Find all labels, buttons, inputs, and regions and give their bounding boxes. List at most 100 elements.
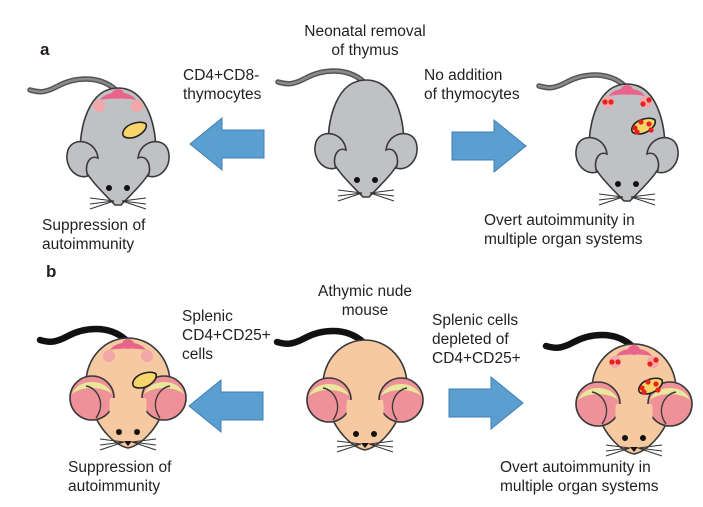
caption-line: Athymic nude: [318, 283, 412, 300]
lymph-node-left: [103, 350, 115, 362]
left-ear: [66, 140, 99, 178]
lesion-dot: [602, 99, 608, 105]
panel-b-left-arrow: [188, 378, 264, 434]
lesion-dot: [647, 361, 653, 367]
tail: [542, 331, 636, 351]
panel-b-left-mouse: [36, 325, 187, 451]
left-ear: [314, 132, 347, 170]
ear-fold: [391, 387, 408, 421]
caption-line: of thymus: [331, 42, 399, 59]
nose: [361, 443, 369, 448]
mouse-body: [327, 79, 405, 198]
outcome-line: Suppression of: [68, 459, 172, 476]
right-eye: [372, 177, 378, 183]
right-ear: [385, 132, 418, 170]
left-eye: [106, 185, 112, 191]
right-ear: [646, 136, 679, 174]
outcome-line: multiple organ systems: [500, 478, 659, 495]
lesion-dot: [645, 379, 651, 385]
panel-a-right-arrow: [451, 118, 527, 174]
lesion-dot: [646, 121, 652, 127]
panel-b-right-mouse: [542, 331, 693, 457]
lesion-dot: [639, 385, 645, 391]
lesion-dot: [648, 127, 654, 133]
arrow-label-line: of thymocytes: [424, 86, 520, 103]
lymph-node-left: [93, 100, 105, 112]
lesion-dot: [655, 387, 661, 393]
arrow-label-line: thymocytes: [183, 86, 262, 103]
lesion-dot: [609, 359, 615, 365]
lesion-dot: [641, 389, 647, 395]
caption-line: Neonatal removal: [304, 23, 426, 40]
left-eye: [353, 431, 359, 437]
tail-highlight: [537, 73, 627, 89]
whisker: [336, 443, 362, 453]
panel-a-left-arrow-label: CD4+CD8- thymocytes: [183, 66, 261, 104]
outcome-line: autoimmunity: [42, 236, 135, 253]
outcome-line: autoimmunity: [68, 478, 161, 495]
panel-b-left-outcome: Suppression of autoimmunity: [68, 458, 171, 496]
ear-fold: [154, 385, 171, 419]
lymph-node-right: [131, 100, 143, 112]
arrow-label-line: Splenic cells: [432, 312, 519, 329]
nose: [630, 447, 638, 452]
left-eye: [354, 177, 360, 183]
tail: [36, 325, 130, 345]
panel-b-left-arrow-label: Splenic CD4+CD25+ cells: [182, 307, 271, 364]
organ: [121, 121, 148, 139]
whisker: [337, 192, 363, 202]
panel-label-a: a: [40, 40, 50, 59]
tail-highlight: [28, 77, 118, 93]
lesion-dot: [653, 381, 659, 387]
whisker: [368, 443, 394, 453]
outcome-line: multiple organ systems: [484, 231, 643, 248]
mouse-body: [79, 87, 157, 206]
mouse-head-outline: [324, 399, 406, 451]
whisker: [89, 200, 115, 210]
panel-b-right-arrow: [448, 375, 524, 431]
panel-a-left-outcome: Suppression of autoimmunity: [42, 216, 145, 254]
whisker: [121, 200, 147, 210]
ear-fold: [85, 385, 102, 419]
thymus-lobe: [621, 85, 633, 95]
arrow-label-line: cells: [182, 346, 214, 363]
ear-fold: [591, 391, 608, 425]
arrow-label-line: CD4+CD25+: [432, 350, 521, 367]
arrow-label-line: No addition: [424, 67, 503, 84]
whisker: [605, 447, 631, 457]
thymus-lobe: [122, 339, 134, 349]
panel-a-right-mouse: [536, 72, 679, 206]
left-ear: [575, 136, 608, 174]
panel-b-center-mouse: [273, 327, 424, 453]
tail-highlight: [276, 69, 366, 85]
tail: [273, 327, 367, 347]
whisker: [598, 196, 624, 206]
panel-a-right-arrow-label: No addition of thymocytes: [424, 66, 520, 104]
lesion-dot: [646, 97, 652, 103]
lymph-node-left: [609, 356, 621, 368]
panel-a-center-mouse: [275, 68, 418, 202]
lesion-dot: [653, 357, 659, 363]
whisker: [637, 447, 663, 457]
outcome-line: Overt autoimmunity in: [500, 459, 651, 476]
nose: [124, 441, 132, 446]
outcome-line: Overt autoimmunity in: [484, 212, 635, 229]
lymph-node-right: [141, 350, 153, 362]
right-eye: [134, 429, 140, 435]
mouse-body: [588, 83, 666, 202]
arrow-label-line: CD4+CD8-: [183, 67, 260, 84]
right-eye: [640, 435, 646, 441]
left-eye: [622, 435, 628, 441]
arrow-label-line: CD4+CD25+: [182, 327, 271, 344]
panel-label-b: b: [46, 262, 57, 281]
lesion-dot: [640, 101, 646, 107]
lesion-dot: [632, 125, 638, 131]
caption-line: mouse: [341, 302, 389, 319]
whisker: [131, 441, 157, 451]
ear-fold: [660, 391, 677, 425]
arrow-label-line: depleted of: [432, 331, 509, 348]
mouse-head-outline: [87, 397, 169, 449]
thymus-lobe: [628, 345, 640, 355]
organ: [131, 371, 158, 389]
